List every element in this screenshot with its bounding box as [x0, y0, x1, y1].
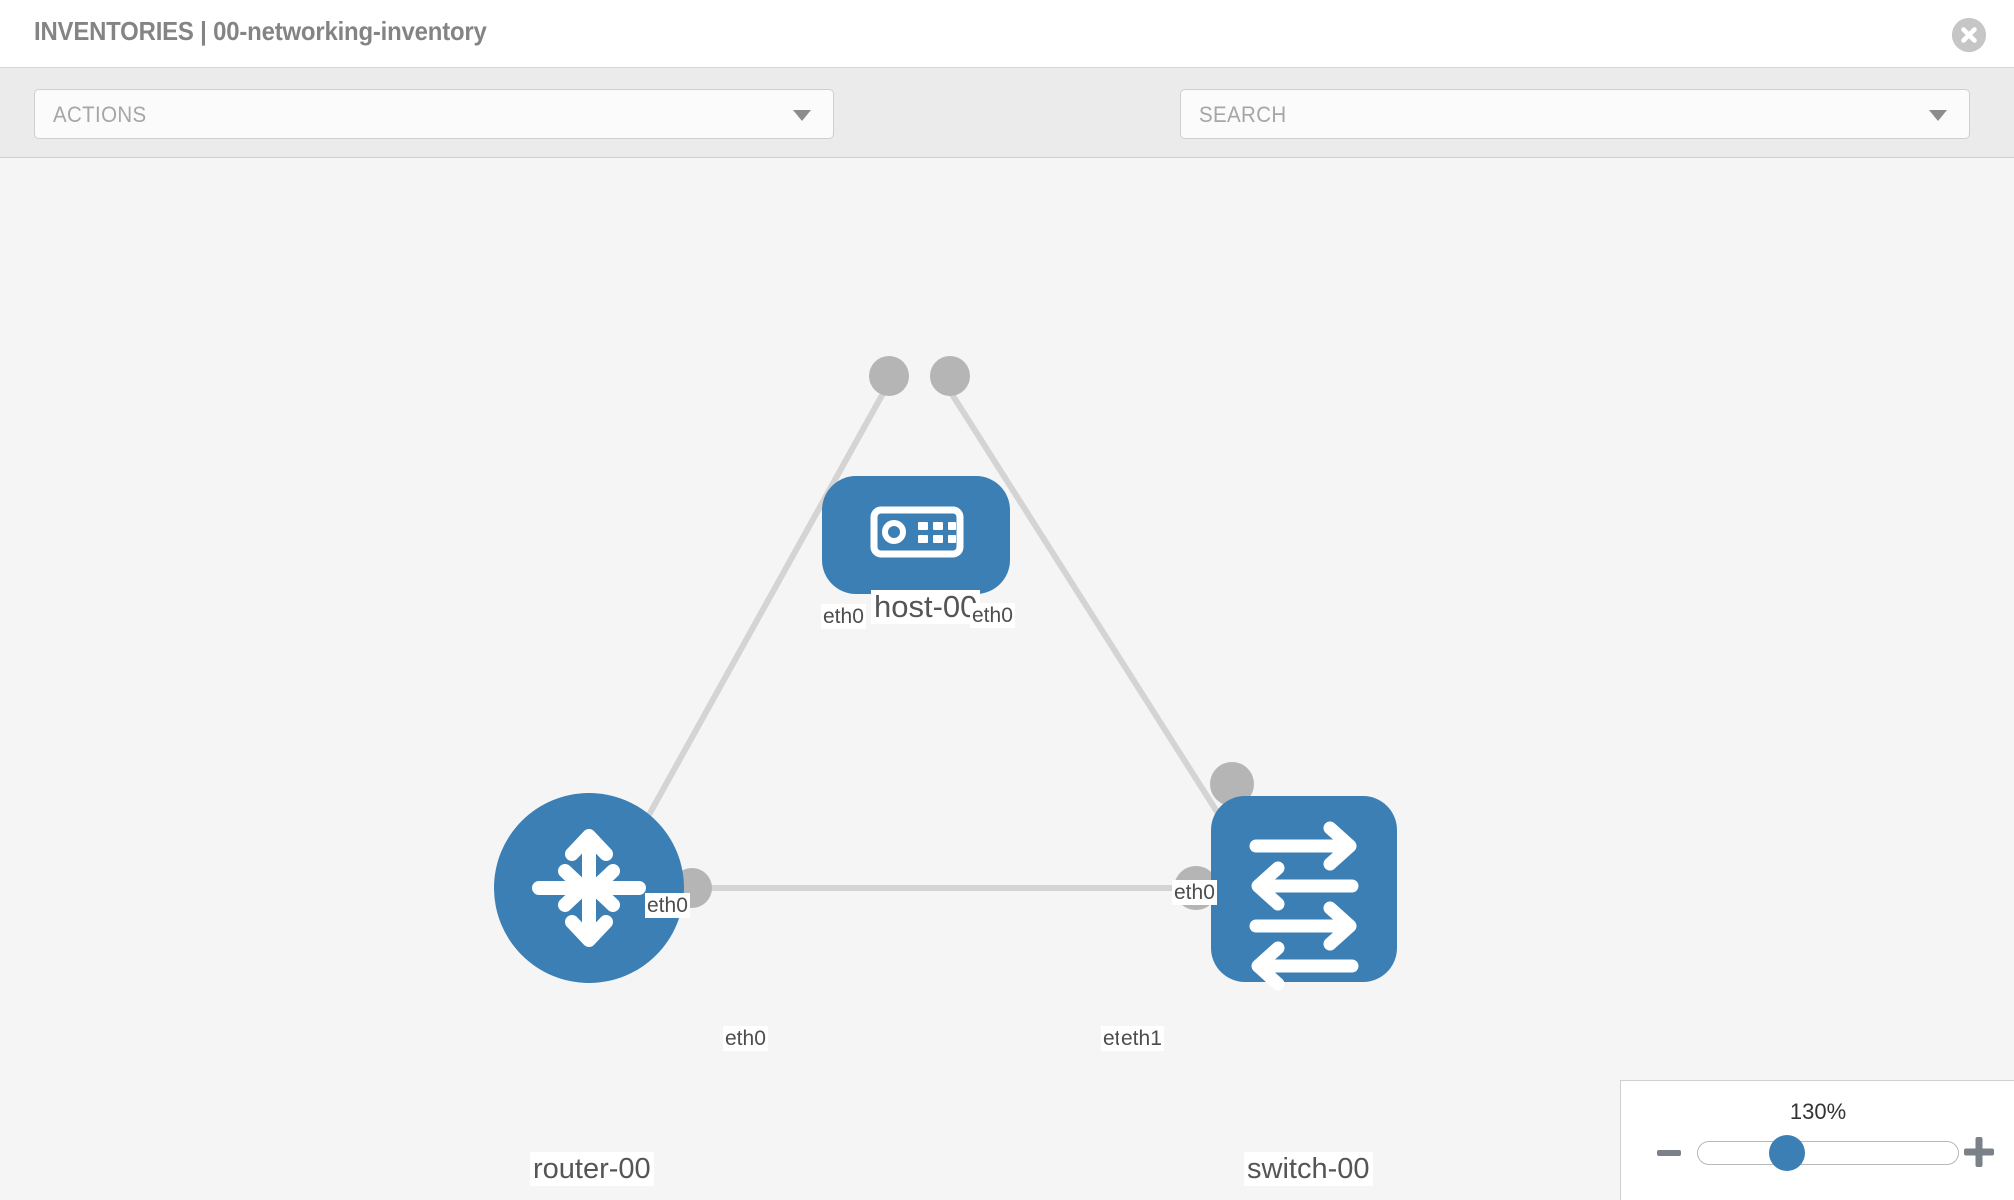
plus-icon[interactable] [1962, 1135, 1996, 1169]
interface-label-host-left: eth0 [821, 604, 866, 629]
search-input[interactable]: SEARCH [1180, 89, 1970, 139]
zoom-slider-thumb[interactable] [1769, 1135, 1805, 1171]
connector-switch-top [1210, 762, 1254, 806]
interface-label-router-up: eth0 [645, 893, 690, 918]
server-icon [870, 506, 964, 558]
node-host-00[interactable] [822, 476, 1010, 594]
topology-edges [622, 386, 1250, 891]
connector-host-right [930, 356, 970, 396]
zoom-level-label: 130% [1789, 1099, 1847, 1124]
chevron-down-icon[interactable] [1929, 110, 1947, 121]
interface-label-router-right: eth0 [723, 1026, 768, 1051]
switch-arrows-icon [1249, 821, 1359, 991]
actions-dropdown-label: ACTIONS [53, 102, 147, 127]
page-header: INVENTORIES | 00-networking-inventory [0, 0, 2014, 68]
actions-dropdown[interactable]: ACTIONS [34, 89, 834, 139]
chevron-down-icon [793, 110, 811, 121]
node-switch-00[interactable] [1211, 796, 1397, 991]
topology-canvas[interactable]: eth0 host-00 eth0 eth0 eth0 eth0 eth0 et… [0, 158, 2014, 1200]
edge-host-switch [945, 386, 1243, 850]
interface-label-switch-up: eth0 [1172, 880, 1217, 905]
connector-host-left [869, 356, 909, 396]
interface-label-host-right: eth0 [970, 603, 1015, 628]
node-label-switch-00: switch-00 [1244, 1152, 1373, 1186]
topology-connectors [672, 356, 1254, 910]
minus-icon[interactable] [1655, 1139, 1683, 1167]
page-title: INVENTORIES | 00-networking-inventory [34, 16, 487, 46]
close-icon[interactable] [1952, 18, 1986, 52]
router-arrows-icon [532, 829, 646, 947]
zoom-slider-track[interactable] [1697, 1141, 1959, 1165]
edge-host-router [622, 386, 889, 860]
topology-graph [494, 356, 1397, 991]
search-placeholder: SEARCH [1199, 102, 1287, 127]
node-label-host-00: host-00 [871, 590, 981, 624]
zoom-control-panel: 130% [1620, 1080, 2014, 1200]
node-router-00[interactable] [494, 793, 684, 983]
node-label-router-00: router-00 [530, 1152, 654, 1186]
interface-label-switch-left-b: eth1 [1119, 1026, 1164, 1051]
toolbar: ACTIONS SEARCH [0, 68, 2014, 199]
